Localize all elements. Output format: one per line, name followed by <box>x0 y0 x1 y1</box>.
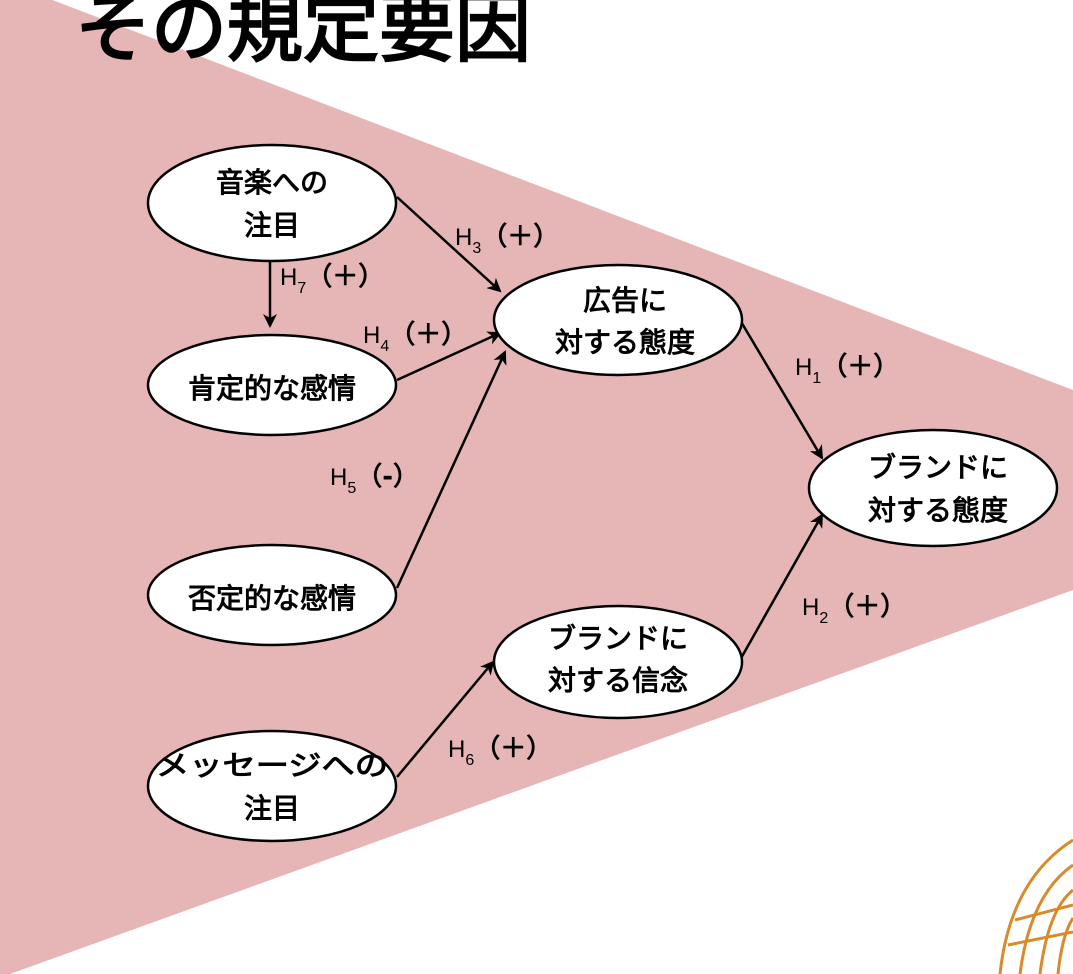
node-label: 注目 <box>244 792 300 825</box>
corner-decoration-icon <box>998 838 1073 974</box>
node-label: 音楽への <box>216 166 328 199</box>
hypothesis-label-h7: H7（＋） <box>280 262 384 297</box>
node-negative-emotion: 否定的な感情 <box>146 543 398 647</box>
node-label: 肯定的な感情 <box>188 372 356 405</box>
node-label: 注目 <box>244 209 300 242</box>
hypothesis-label-h1: H1（＋） <box>795 352 899 387</box>
edges <box>263 196 824 778</box>
node-label: 広告に <box>583 284 667 317</box>
edge-h2 <box>738 513 824 661</box>
node-label: 対する態度 <box>868 494 1008 527</box>
node-brand-attitude: ブランドに 対する態度 <box>807 428 1059 548</box>
node-brand-belief: ブランドに 対する信念 <box>492 604 744 720</box>
hypothesis-label-h4: H4（＋） <box>363 320 467 355</box>
node-label: メッセージへの <box>156 749 388 782</box>
hypothesis-label-h3: H3（＋） <box>455 222 559 257</box>
node-music-attention: 音楽への 注目 <box>146 143 398 263</box>
node-label: ブランドに <box>548 622 688 655</box>
node-label: ブランドに <box>868 451 1008 484</box>
node-positive-emotion: 肯定的な感情 <box>146 333 398 437</box>
edge-h5 <box>395 350 507 589</box>
hypothesis-label-h6: H6（＋） <box>448 734 552 769</box>
edge-h1 <box>738 319 824 460</box>
page-title: その規定要因 <box>75 0 531 73</box>
edge-h3 <box>396 196 502 293</box>
node-ad-attitude: 広告に 対する態度 <box>492 263 744 377</box>
edge-h4 <box>396 331 502 382</box>
hypothesis-label-h5: H5（-） <box>330 462 419 497</box>
hypothesis-label-h2: H2（＋） <box>802 592 906 627</box>
node-message-attention: メッセージへの 注目 <box>146 729 398 843</box>
node-label: 否定的な感情 <box>188 582 356 615</box>
edge-h6 <box>396 660 495 778</box>
node-label: 対する信念 <box>548 664 688 697</box>
node-label: 対する態度 <box>555 326 695 359</box>
